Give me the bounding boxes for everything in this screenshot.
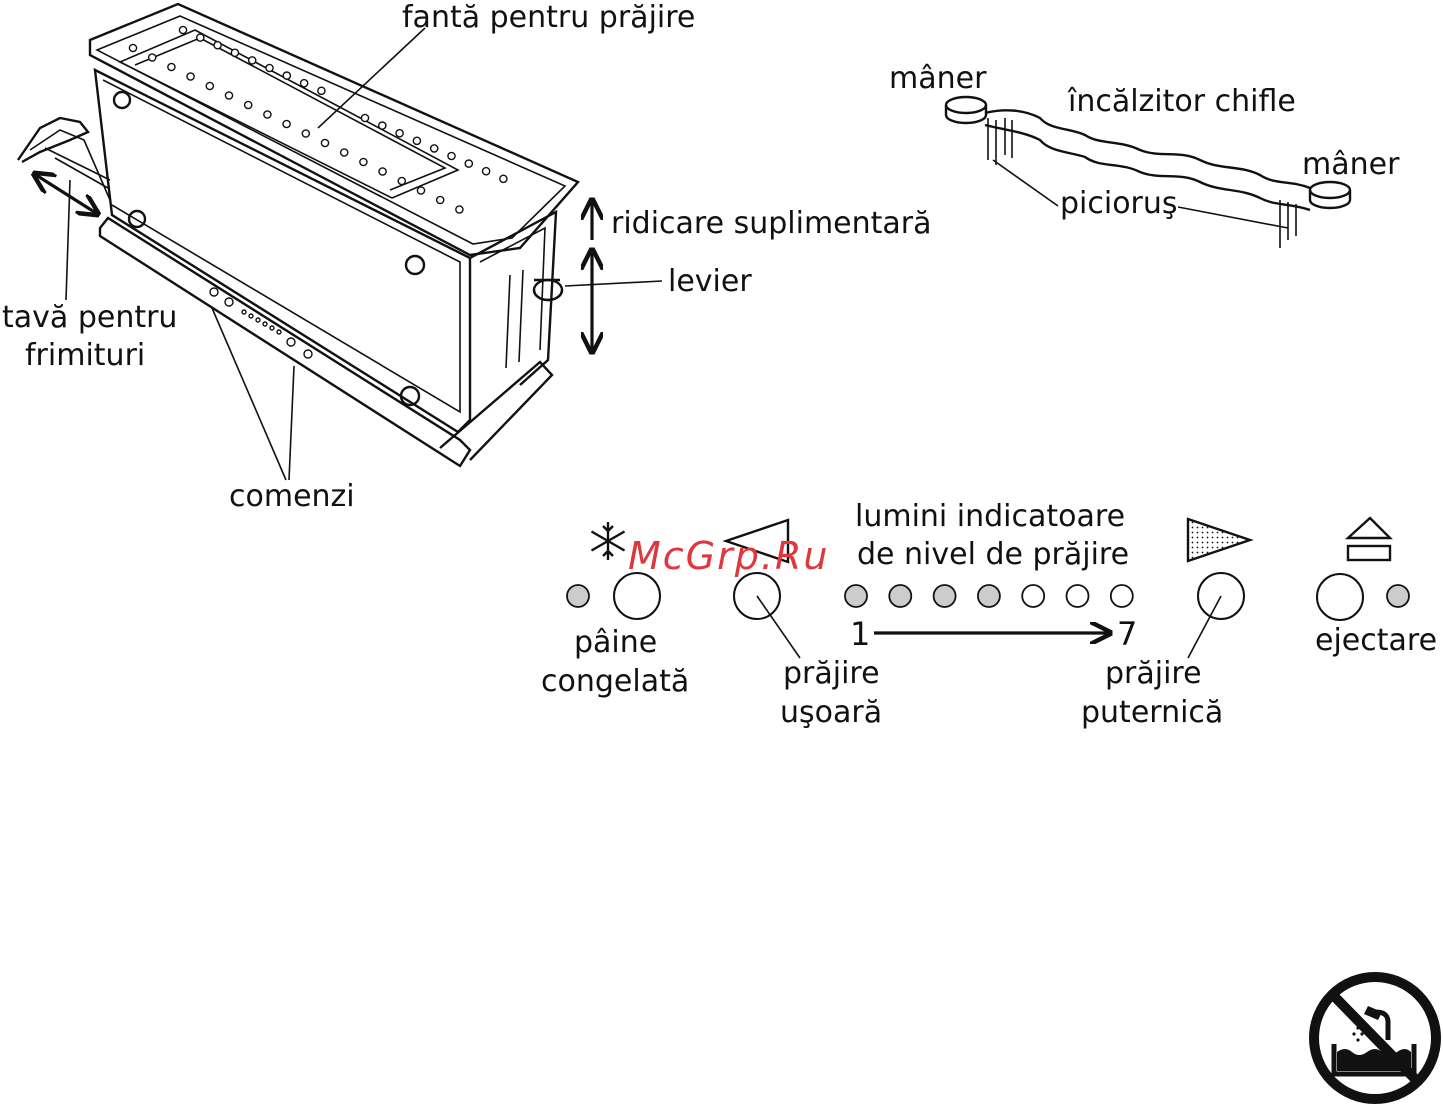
mini-control-dot xyxy=(249,314,253,318)
toaster-illustration xyxy=(18,4,578,466)
vent-hole xyxy=(465,160,472,167)
vent-hole xyxy=(302,130,309,137)
vent-hole xyxy=(398,177,405,184)
frozen-button[interactable] xyxy=(614,573,660,619)
frozen-label-line1: pâine xyxy=(574,625,657,660)
vent-hole xyxy=(129,44,136,51)
vent-hole xyxy=(417,187,424,194)
snowflake-icon xyxy=(592,522,625,560)
level-range-start: 1 xyxy=(850,615,870,653)
label-crumb-tray-line1: tavă pentru xyxy=(2,300,177,335)
triangle-right-dotted-icon xyxy=(1188,519,1250,561)
mini-control-dot xyxy=(210,288,218,296)
vent-hole xyxy=(283,72,290,79)
label-controls: comenzi xyxy=(229,479,355,514)
crumb-tray-arrow xyxy=(36,175,96,213)
vent-hole xyxy=(231,49,238,56)
vent-hole xyxy=(431,145,438,152)
vent-hole xyxy=(206,82,213,89)
vent-hole xyxy=(264,111,271,118)
label-crumb-tray-line2: frimituri xyxy=(25,338,145,373)
vent-hole xyxy=(318,87,325,94)
light-label-line1: prăjire xyxy=(783,656,880,691)
mini-control-dot xyxy=(263,322,267,326)
mini-control-dot xyxy=(270,326,274,330)
eject-button[interactable] xyxy=(1317,574,1363,620)
vent-hole xyxy=(283,120,290,127)
eject-icon xyxy=(1348,518,1390,560)
vent-hole xyxy=(301,80,308,87)
vent-hole xyxy=(168,63,175,70)
vent-hole xyxy=(225,92,232,99)
frozen-indicator-light xyxy=(567,585,589,607)
vent-hole xyxy=(437,196,444,203)
vent-hole xyxy=(321,139,328,146)
leader-lines xyxy=(66,28,662,480)
level-light-6 xyxy=(1067,585,1089,607)
vent-hole xyxy=(179,26,186,33)
level-light-5 xyxy=(1022,585,1044,607)
level-light-4 xyxy=(978,585,1000,607)
mini-control-dot xyxy=(242,310,246,314)
mini-control-dot xyxy=(304,350,312,358)
vent-hole xyxy=(379,122,386,129)
vent-hole xyxy=(361,114,368,121)
vent-hole xyxy=(341,149,348,156)
vent-hole xyxy=(413,137,420,144)
bun-warmer-illustration xyxy=(946,97,1350,248)
label-lever: levier xyxy=(668,264,752,299)
level-light-1 xyxy=(845,585,867,607)
level-light-3 xyxy=(934,585,956,607)
vent-hole xyxy=(456,206,463,213)
vent-hole xyxy=(214,42,221,49)
label-handle-left: mâner xyxy=(889,61,987,96)
vent-hole xyxy=(266,64,273,71)
level-light-7 xyxy=(1111,585,1133,607)
mini-control-dot xyxy=(287,338,295,346)
vent-hole xyxy=(197,34,204,41)
label-handle-right: mâner xyxy=(1302,147,1400,182)
eject-indicator-light xyxy=(1387,585,1409,607)
vent-hole xyxy=(149,54,156,61)
mini-control-dot xyxy=(225,298,233,306)
indicator-title-line2: de nivel de prăjire xyxy=(857,537,1129,572)
vent-hole xyxy=(448,152,455,159)
vent-hole xyxy=(396,130,403,137)
indicator-title-line1: lumini indicatoare xyxy=(855,499,1125,534)
strong-label-line1: prăjire xyxy=(1105,656,1202,691)
watermark-text: McGrp.Ru xyxy=(628,534,829,578)
frozen-label-line2: congelată xyxy=(541,664,689,699)
mini-control-dot xyxy=(277,330,281,334)
vent-hole xyxy=(500,175,507,182)
level-range-end: 7 xyxy=(1117,615,1137,653)
vent-hole xyxy=(483,168,490,175)
vent-hole xyxy=(249,57,256,64)
eject-label: ejectare xyxy=(1315,623,1437,658)
no-water-immersion-icon xyxy=(1314,977,1436,1099)
level-light-2 xyxy=(889,585,911,607)
label-slot: fantă pentru prăjire xyxy=(402,0,695,35)
top-vent-holes xyxy=(129,26,507,213)
label-bun-warmer: încălzitor chifle xyxy=(1067,84,1296,119)
vent-hole xyxy=(379,168,386,175)
light-label-line2: uşoară xyxy=(780,695,882,730)
label-extra-lift: ridicare suplimentară xyxy=(611,206,932,241)
mini-control-buttons xyxy=(210,288,312,358)
toasting-level-lights xyxy=(845,585,1133,607)
mini-control-dot xyxy=(256,318,260,322)
label-foot: picioruş xyxy=(1060,186,1178,221)
vent-hole xyxy=(187,73,194,80)
vent-hole xyxy=(245,101,252,108)
strong-label-line2: puternică xyxy=(1081,695,1223,730)
vent-hole xyxy=(360,158,367,165)
